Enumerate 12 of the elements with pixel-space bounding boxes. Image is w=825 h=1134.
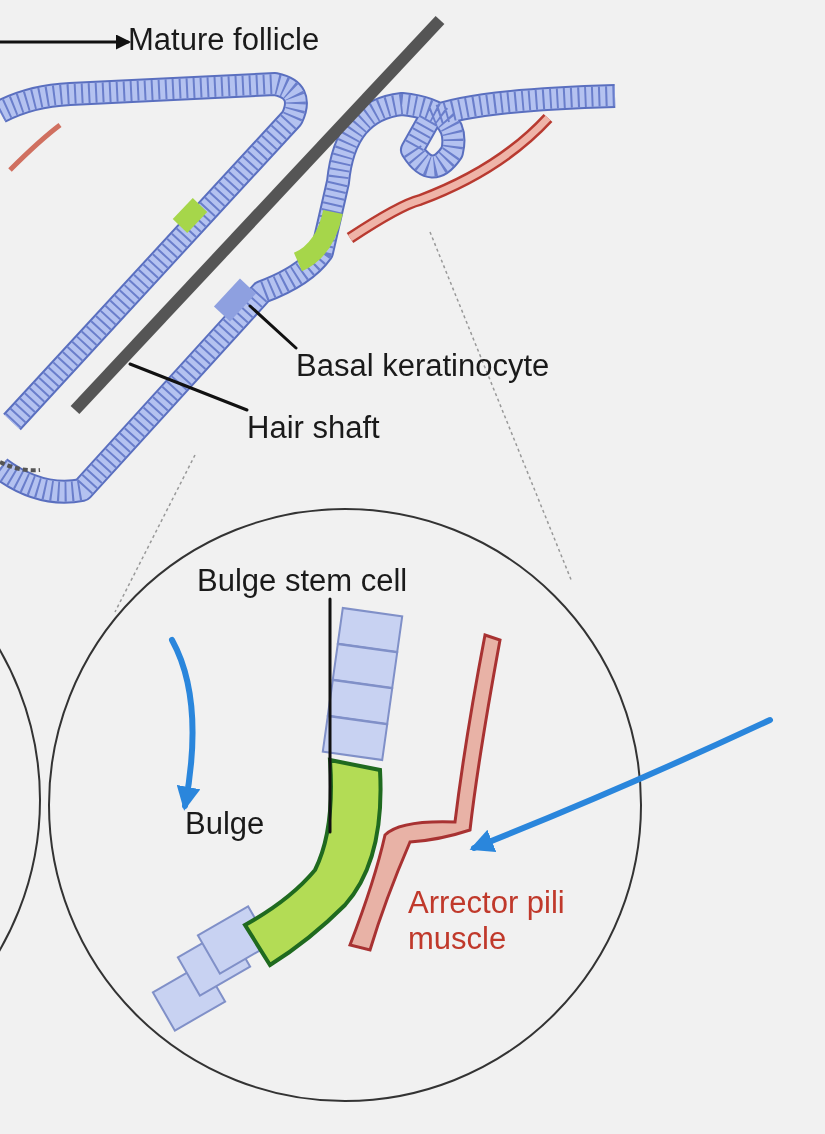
part-label: Hair shaft xyxy=(247,410,380,446)
arrow xyxy=(169,637,201,811)
arrow xyxy=(469,717,773,852)
part-label: Basal keratinocyte xyxy=(296,348,550,384)
arrow xyxy=(0,34,131,50)
leader-line xyxy=(128,362,249,412)
leader-line xyxy=(248,304,298,350)
leader-line xyxy=(328,597,332,834)
stage-label: Mature follicle xyxy=(128,22,320,58)
part-label: Bulge xyxy=(185,806,265,842)
part-label: Bulge stem cell xyxy=(197,563,408,599)
part-label: Arrector pili muscle xyxy=(408,885,566,957)
